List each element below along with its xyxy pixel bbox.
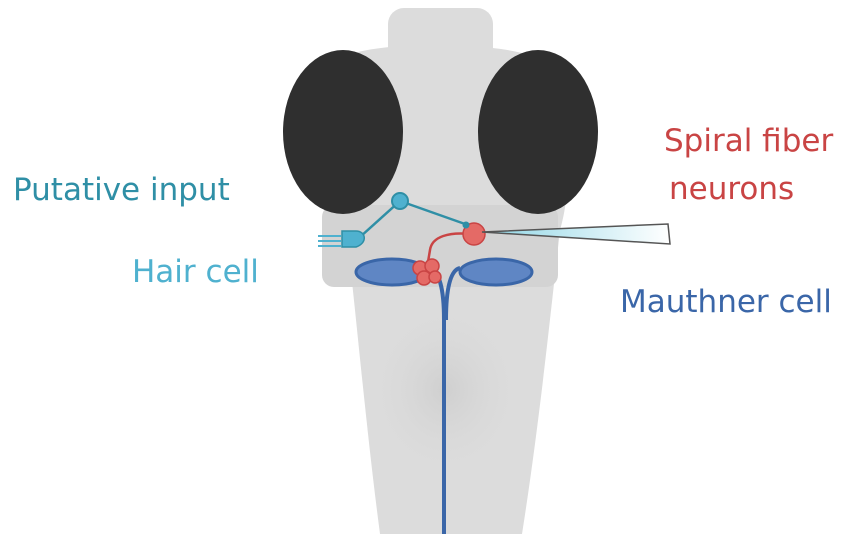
- putative-input-soma: [392, 193, 408, 209]
- mauthner-right-dendrite: [460, 259, 532, 285]
- left-eye: [283, 50, 403, 214]
- hair-cell-body: [342, 231, 364, 247]
- axon-cap: [413, 259, 441, 285]
- hair-cell-label: Hair cell: [132, 252, 259, 292]
- putative-input-terminal: [463, 222, 470, 229]
- right-eye: [478, 50, 598, 214]
- putative-input-label: Putative input: [13, 170, 230, 210]
- spiral-fiber-label-line2: neurons: [669, 169, 794, 209]
- spiral-fiber-label-line1: Spiral fiber: [664, 121, 833, 161]
- mauthner-cell-label: Mauthner cell: [620, 282, 832, 322]
